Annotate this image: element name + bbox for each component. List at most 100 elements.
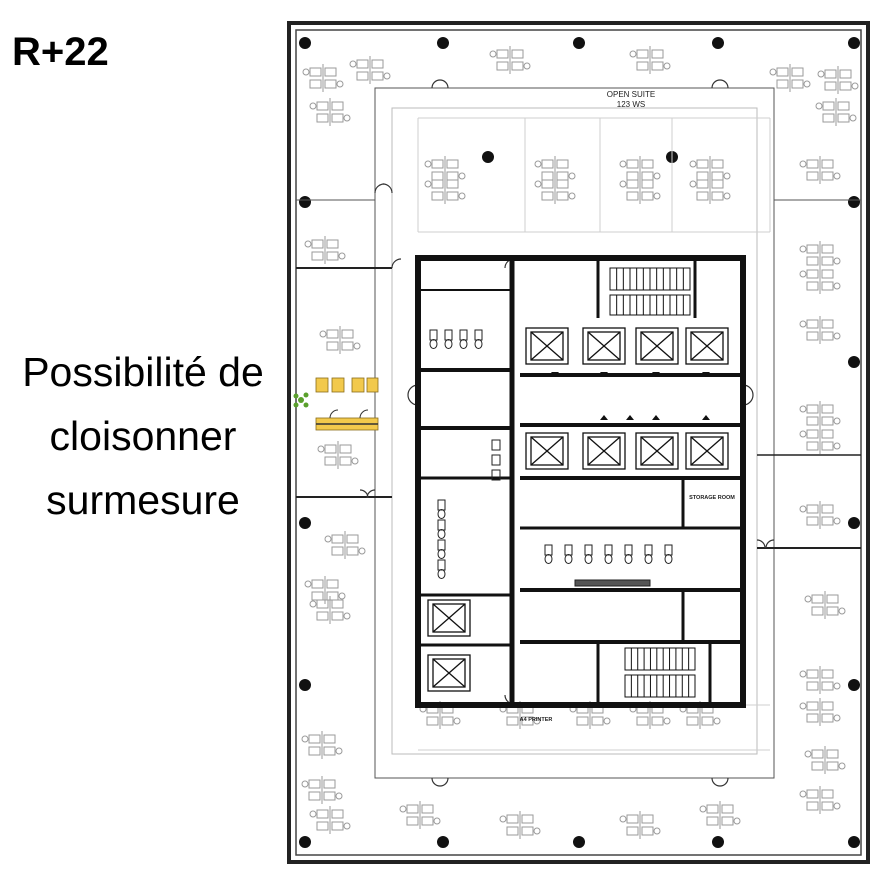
door-swing [431,777,449,787]
toilet-fixture [564,544,573,564]
plant-icon [293,392,309,408]
sink-counter [574,579,651,587]
facade-walls [287,21,870,864]
stair-run [624,647,696,671]
elevator-arrow [702,415,710,420]
desk-cluster [619,176,661,204]
desk-cluster [301,731,343,759]
column-marker [848,679,860,691]
stair-run [609,294,691,316]
suite-title: OPEN SUITE [607,90,655,99]
desk-cluster [799,786,841,814]
desk-cluster [799,316,841,344]
elevator-arrow [600,372,608,377]
door-swing [391,258,402,269]
toilet-fixture [644,544,653,564]
office-grid [417,117,771,751]
structural-columns [299,37,860,848]
column-marker [848,836,860,848]
printer-label: A4 PRINTER [520,717,553,723]
note-line-2: cloisonner [49,413,237,459]
column-marker [299,196,311,208]
note-line-3: surmesure [46,477,240,523]
column-marker [848,517,860,529]
note-line-1: Possibilité de [22,349,264,395]
elevator-car [525,327,569,365]
elevator-car [685,432,729,470]
desk-cluster [424,176,466,204]
toilet-fixture [459,329,468,349]
toilet-fixture [474,329,483,349]
toilet-fixture [437,519,446,539]
desk-cluster [304,236,346,264]
desk-cluster [309,806,351,834]
elevator-car [525,432,569,470]
desk-cluster [499,811,541,839]
door-swing [359,489,376,499]
desk-cluster [399,801,441,829]
desk-cluster [309,596,351,624]
elevator-arrow [600,415,608,420]
stairwells [609,267,696,698]
column-marker [573,836,585,848]
toilet-fixture [664,544,673,564]
toilet-fixture [437,539,446,559]
workstation-clusters [301,46,859,839]
desk-cluster [804,746,846,774]
elevator-arrow [626,415,634,420]
desk-cluster [319,326,361,354]
column-marker [299,679,311,691]
column-marker [437,836,449,848]
column-marker [848,356,860,368]
desk-cluster [489,46,531,74]
column-marker [848,196,860,208]
desk-cluster [349,56,391,84]
sink-fixture [491,454,501,466]
elevator-car [582,327,626,365]
elevator-car [427,654,471,692]
column-marker [573,37,585,49]
elevator-car [635,327,679,365]
desk-cluster [302,64,344,92]
elevator-car [582,432,626,470]
elevator-arrow [652,372,660,377]
elevator-arrow [702,372,710,377]
highlighted-meeting-area [315,377,379,431]
toilet-fixture [624,544,633,564]
desk-cluster [799,426,841,454]
suite-capacity: 123 WS [617,100,645,109]
desk-cluster [769,64,811,92]
toilet-fixture [444,329,453,349]
door-swing [756,539,775,549]
toilet-fixture [544,544,553,564]
column-marker [437,37,449,49]
desk-cluster [629,46,671,74]
column-marker [712,836,724,848]
desk-cluster [309,98,351,126]
stair-run [609,267,691,291]
desk-cluster [534,176,576,204]
desk-cluster [301,776,343,804]
desk-cluster [324,531,366,559]
column-marker [848,37,860,49]
door-swing [431,79,449,89]
toilet-fixture [429,329,438,349]
storage-room-label: STORAGE ROOM [689,495,735,501]
desk-cluster [799,401,841,429]
column-marker [299,836,311,848]
elevator-arrow [652,415,660,420]
desk-cluster [699,801,741,829]
column-marker [482,151,494,163]
floor-label: R+22 [12,30,109,74]
desk-cluster [804,591,846,619]
toilet-fixture [437,559,446,579]
elevator-car [635,432,679,470]
elevator-car [427,599,471,637]
desk-cluster [799,266,841,294]
elevator-arrow [551,372,559,377]
desk-cluster [799,666,841,694]
desk-cluster [424,156,466,184]
sink-fixture [491,439,501,451]
desk-cluster [317,441,359,469]
